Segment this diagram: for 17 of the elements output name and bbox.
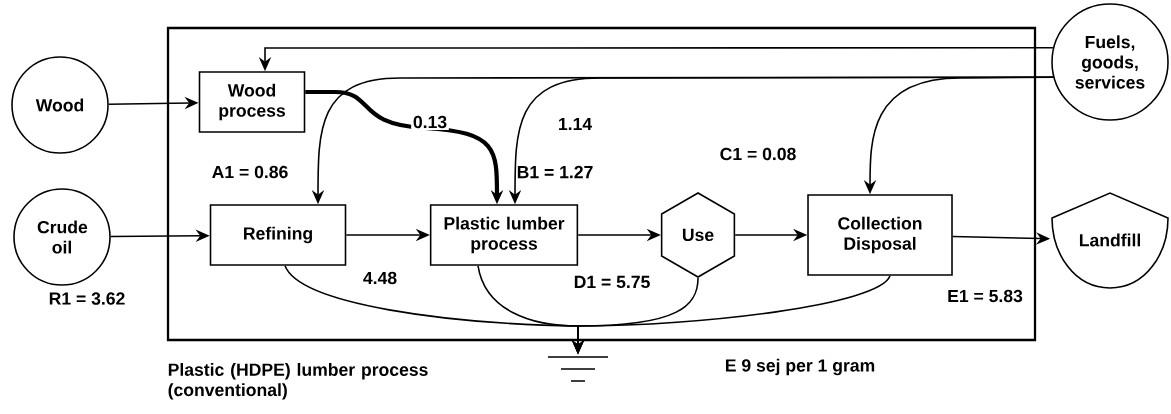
value-label: E1 = 5.83 [948, 289, 1023, 303]
node-label: Plastic (HDPE) lumber process (conventional) [168, 363, 428, 400]
use-hexagon: Use [660, 192, 736, 278]
edge-label: 0.13 [411, 114, 449, 130]
process-box: Plastic lumber process [429, 204, 579, 266]
process-box: Wood process [198, 71, 306, 133]
value-label: B1 = 1.27 [517, 165, 593, 179]
process-box: Collection Disposal [807, 194, 953, 276]
value-label: E 9 sej per 1 gram [726, 358, 875, 376]
value-label: D1 = 5.75 [574, 275, 650, 289]
edge-label: C1 = 0.08 [717, 146, 799, 162]
edge-label: A1 = 0.86 [209, 164, 291, 180]
edge-label: 4.48 [361, 270, 399, 286]
value-label: R1 = 3.62 [49, 292, 125, 305]
process-box: Refining [209, 204, 347, 266]
edge-label: 1.14 [556, 116, 594, 132]
ground-symbol [547, 356, 609, 382]
